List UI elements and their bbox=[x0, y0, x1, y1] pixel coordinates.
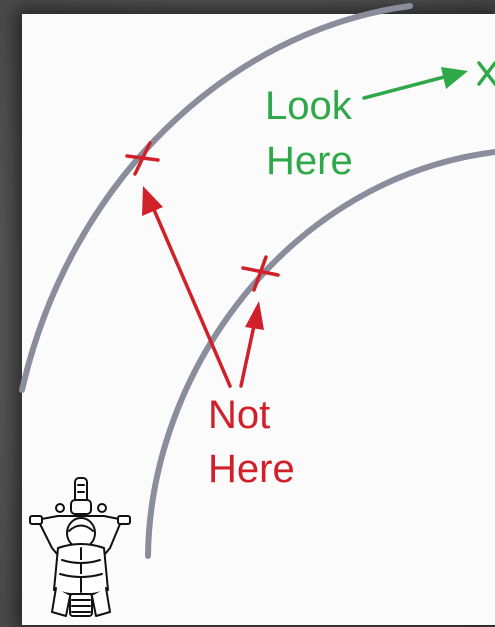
look-here-label: Here bbox=[266, 139, 353, 183]
not-here-label: Here bbox=[208, 447, 295, 491]
look-here-arrow bbox=[364, 67, 468, 98]
motorcycle-rider-icon bbox=[30, 478, 130, 616]
inner-road-edge bbox=[148, 152, 495, 556]
look-here-target-icon bbox=[479, 63, 495, 84]
look-label: Look bbox=[265, 84, 353, 128]
not-here-arrow-inner bbox=[241, 301, 264, 386]
not-here-arrow-outer bbox=[142, 186, 230, 386]
not-label: Not bbox=[208, 393, 270, 437]
